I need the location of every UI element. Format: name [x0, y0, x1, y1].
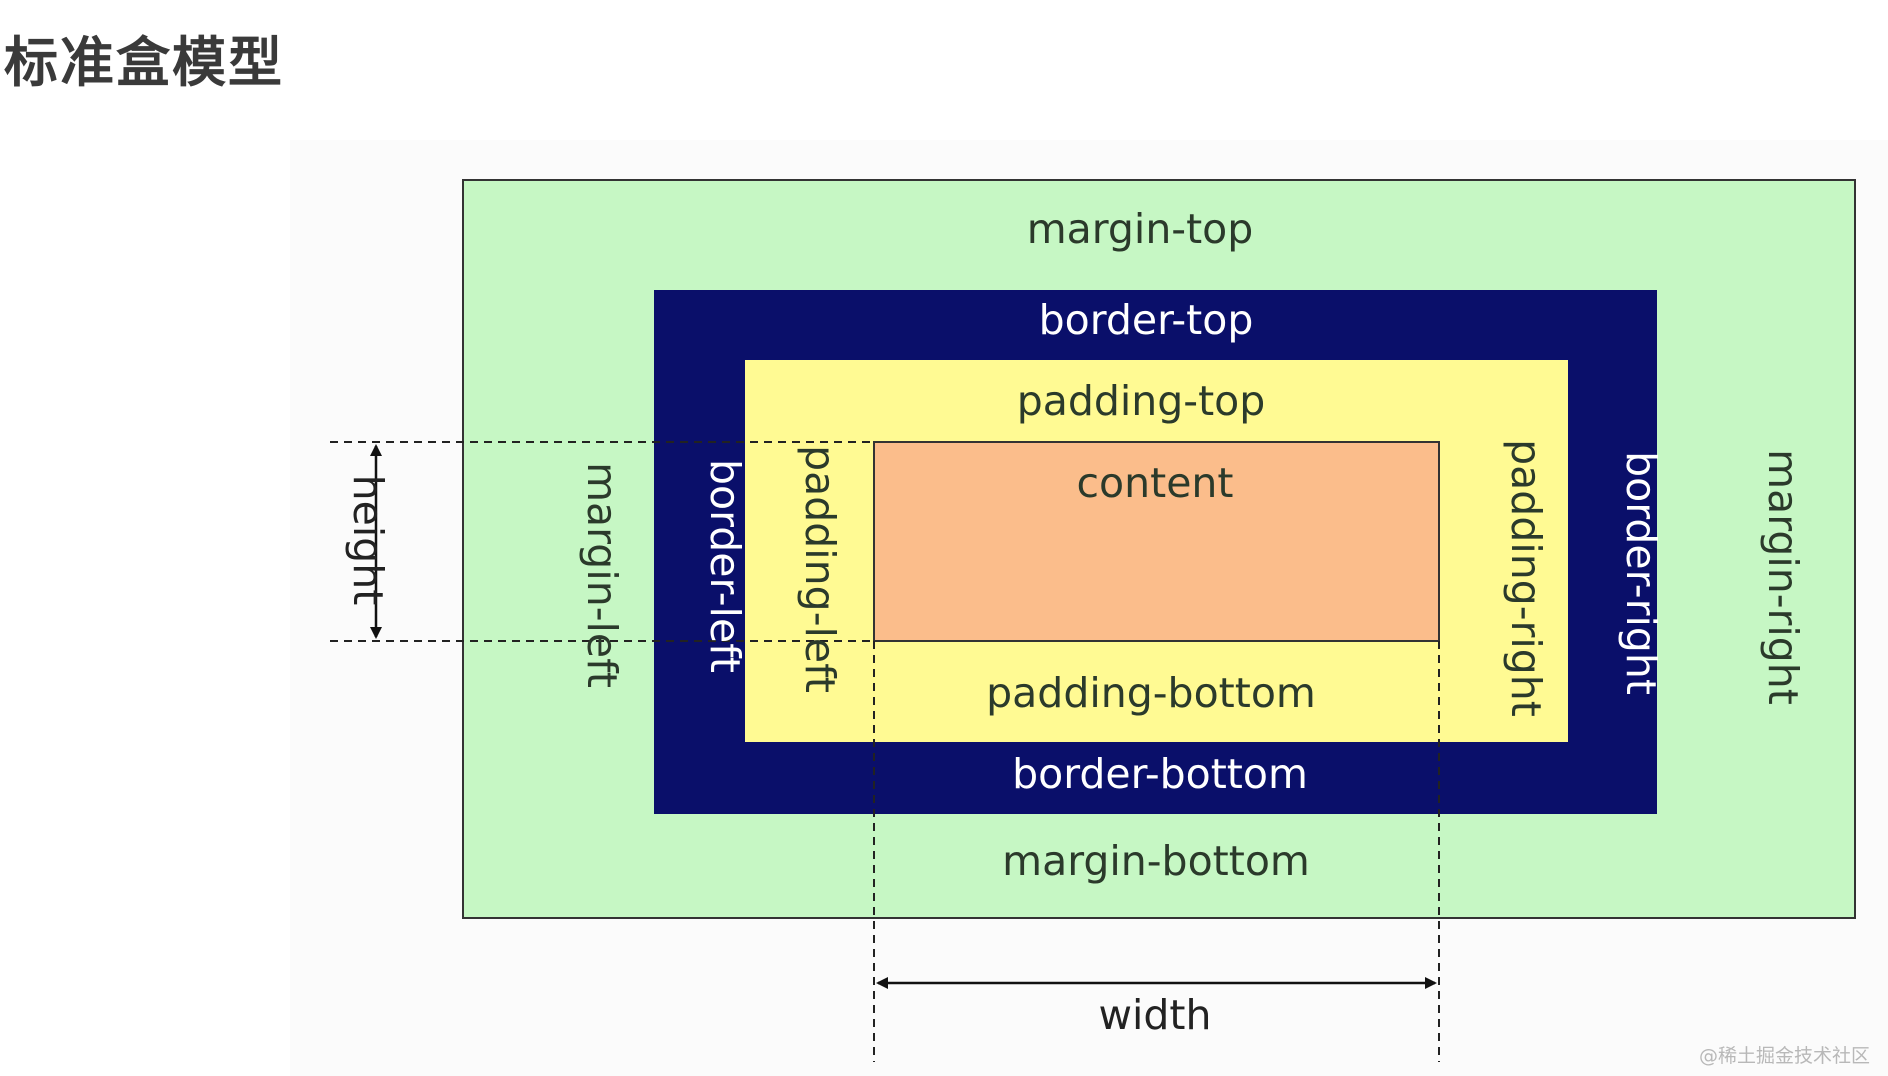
padding-left-label: padding-left: [796, 445, 844, 693]
border-top-label: border-top: [1039, 296, 1254, 344]
height-label: height: [344, 475, 392, 606]
border-left-label: border-left: [701, 459, 749, 673]
content-box: [873, 441, 1440, 642]
padding-right-label: padding-right: [1502, 439, 1550, 717]
margin-left-label: margin-left: [578, 462, 626, 688]
padding-bottom-label: padding-bottom: [986, 669, 1316, 717]
margin-bottom-label: margin-bottom: [1002, 837, 1310, 885]
border-right-label: border-right: [1617, 451, 1665, 695]
page-title: 标准盒模型: [4, 31, 284, 94]
margin-top-label: margin-top: [1027, 205, 1254, 253]
padding-top-label: padding-top: [1017, 377, 1266, 425]
margin-right-label: margin-right: [1759, 449, 1807, 705]
border-bottom-label: border-bottom: [1012, 750, 1308, 798]
watermark: @稀土掘金技术社区: [1698, 1045, 1870, 1067]
width-label: width: [1098, 991, 1211, 1039]
guide-lines: [330, 441, 1440, 1062]
content-label: content: [1077, 459, 1234, 507]
